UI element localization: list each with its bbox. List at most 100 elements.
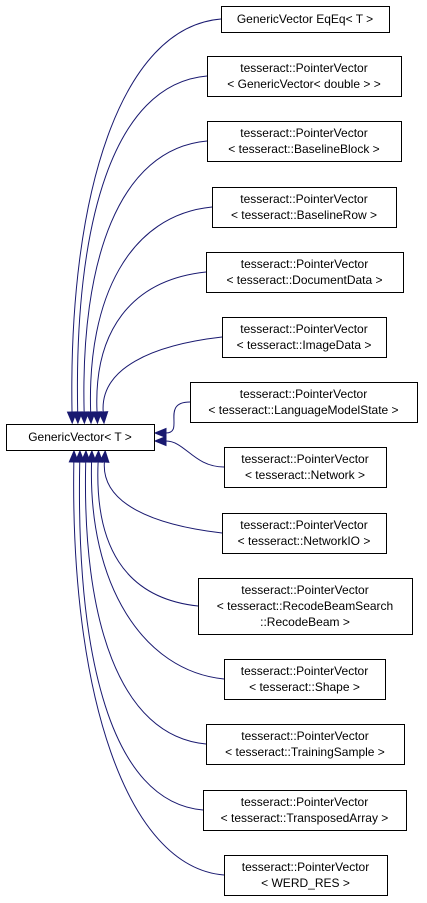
node-pv-languagemodelstate-label-line: tesseract::PointerVector bbox=[240, 387, 367, 401]
edge-eqeq bbox=[66, 18, 222, 425]
node-pv-transposedarray[interactable]: tesseract::PointerVector< tesseract::Tra… bbox=[203, 790, 407, 831]
nodes: GenericVector< T > GenericVector EqEq< T … bbox=[6, 6, 418, 896]
node-pv-imagedata-label-line: tesseract::PointerVector bbox=[240, 322, 367, 336]
node-pv-transposedarray-box bbox=[203, 790, 407, 831]
edge-pv-genvec-double bbox=[72, 75, 208, 425]
node-pv-recodebeam-label-line: ::RecodeBeam > bbox=[260, 615, 350, 629]
node-pv-baselineblock-box bbox=[207, 121, 402, 162]
edge-arrowhead bbox=[92, 449, 104, 463]
edge-arrowhead bbox=[97, 411, 109, 425]
node-pv-trainingsample-label-line: < tesseract::TrainingSample > bbox=[225, 745, 385, 759]
node-pv-shape-box bbox=[224, 659, 386, 700]
node-pv-baselinerow-label-line: tesseract::PointerVector bbox=[240, 192, 367, 206]
edge-arrowhead bbox=[85, 411, 96, 425]
edge-pv-documentdata bbox=[91, 271, 207, 425]
node-pv-baselineblock[interactable]: tesseract::PointerVector< tesseract::Bas… bbox=[207, 121, 402, 162]
edge-pv-baselineblock bbox=[78, 140, 208, 425]
node-genericvector-base-box bbox=[6, 424, 155, 451]
node-pv-documentdata[interactable]: tesseract::PointerVector< tesseract::Doc… bbox=[206, 252, 404, 293]
edge-arrowhead bbox=[99, 449, 110, 463]
node-pv-genvec-double-box bbox=[207, 56, 402, 97]
node-pv-documentdata-box bbox=[206, 252, 404, 293]
edge-line bbox=[89, 206, 213, 413]
node-pv-baselinerow-box bbox=[212, 187, 397, 228]
node-pv-genvec-double[interactable]: tesseract::PointerVector< GenericVector<… bbox=[207, 56, 402, 97]
edge-line bbox=[71, 18, 222, 413]
edge-line bbox=[91, 461, 225, 680]
edge-pv-network bbox=[153, 435, 225, 468]
node-pv-recodebeam[interactable]: tesseract::PointerVector< tesseract::Rec… bbox=[198, 578, 413, 635]
node-pv-werdres-label-line: < WERD_RES > bbox=[261, 876, 350, 890]
edge-line bbox=[76, 75, 208, 413]
node-pv-werdres[interactable]: tesseract::PointerVector< WERD_RES > bbox=[224, 855, 388, 896]
node-pv-network-label-line: < tesseract::Network > bbox=[245, 468, 365, 482]
node-pv-trainingsample-box bbox=[206, 724, 405, 765]
edge-line bbox=[165, 401, 191, 434]
node-pv-networkio-label-line: tesseract::PointerVector bbox=[240, 518, 367, 532]
node-pv-networkio-label-line: < tesseract::NetworkIO > bbox=[238, 534, 371, 548]
node-pv-networkio[interactable]: tesseract::PointerVector< tesseract::Net… bbox=[222, 513, 387, 554]
edge-pv-languagemodelstate bbox=[153, 401, 191, 439]
node-pv-recodebeam-box bbox=[198, 578, 413, 635]
node-eqeq-label-line: GenericVector EqEq< T > bbox=[237, 12, 373, 26]
node-pv-baselinerow[interactable]: tesseract::PointerVector< tesseract::Bas… bbox=[212, 187, 397, 228]
node-genericvector-base[interactable]: GenericVector< T > bbox=[6, 424, 155, 451]
edge-line bbox=[78, 461, 204, 811]
node-pv-network[interactable]: tesseract::PointerVector< tesseract::Net… bbox=[224, 447, 387, 488]
node-pv-baselineblock-label-line: < tesseract::BaselineBlock > bbox=[228, 142, 379, 156]
edge-arrowhead bbox=[78, 411, 90, 425]
edge-arrowhead bbox=[91, 411, 103, 425]
edge-line bbox=[83, 140, 208, 413]
edge-arrowhead bbox=[68, 449, 80, 463]
node-pv-imagedata-label-line: < tesseract::ImageData > bbox=[237, 338, 372, 352]
node-pv-imagedata-box bbox=[222, 317, 387, 358]
edge-line bbox=[97, 461, 199, 607]
edge-pv-imagedata bbox=[97, 336, 223, 425]
node-pv-shape-label-line: tesseract::PointerVector bbox=[241, 664, 368, 678]
node-pv-trainingsample-label-line: tesseract::PointerVector bbox=[241, 729, 368, 743]
node-pv-network-label-line: tesseract::PointerVector bbox=[241, 452, 368, 466]
node-pv-shape[interactable]: tesseract::PointerVector< tesseract::Sha… bbox=[224, 659, 386, 700]
node-pv-networkio-box bbox=[222, 513, 387, 554]
edge-line bbox=[165, 440, 225, 468]
node-pv-transposedarray-label-line: tesseract::PointerVector bbox=[241, 795, 368, 809]
edge-line bbox=[84, 461, 207, 745]
edge-line bbox=[102, 336, 223, 413]
edge-pv-trainingsample bbox=[80, 449, 207, 745]
edge-pv-transposedarray bbox=[74, 449, 204, 811]
edge-pv-recodebeam bbox=[92, 449, 199, 607]
node-pv-trainingsample[interactable]: tesseract::PointerVector< tesseract::Tra… bbox=[206, 724, 405, 765]
edge-pv-shape bbox=[86, 449, 225, 680]
node-eqeq[interactable]: GenericVector EqEq< T > bbox=[221, 6, 390, 33]
edge-pv-networkio bbox=[99, 449, 223, 534]
node-pv-baselineblock-label-line: tesseract::PointerVector bbox=[240, 126, 367, 140]
node-pv-imagedata[interactable]: tesseract::PointerVector< tesseract::Ima… bbox=[222, 317, 387, 358]
node-pv-shape-label-line: < tesseract::Shape > bbox=[249, 680, 360, 694]
edges bbox=[66, 18, 225, 876]
edge-pv-werdres bbox=[68, 449, 225, 876]
node-pv-transposedarray-label-line: < tesseract::TransposedArray > bbox=[221, 811, 389, 825]
edge-pv-baselinerow bbox=[85, 206, 213, 425]
node-pv-documentdata-label-line: tesseract::PointerVector bbox=[241, 257, 368, 271]
edge-line bbox=[73, 461, 225, 876]
node-pv-werdres-label-line: tesseract::PointerVector bbox=[242, 860, 369, 874]
edge-line bbox=[96, 271, 207, 413]
edge-arrowhead bbox=[153, 427, 167, 439]
node-pv-network-box bbox=[224, 447, 387, 488]
node-pv-genvec-double-label-line: < GenericVector< double > > bbox=[227, 77, 380, 91]
node-pv-recodebeam-label-line: tesseract::PointerVector bbox=[241, 583, 368, 597]
node-genericvector-base-label: GenericVector< T > bbox=[28, 430, 132, 444]
node-pv-languagemodelstate-box bbox=[190, 382, 418, 423]
node-pv-werdres-box bbox=[224, 855, 388, 896]
node-eqeq-box bbox=[221, 6, 390, 33]
node-pv-genvec-double-label-line: tesseract::PointerVector bbox=[240, 61, 367, 75]
node-pv-baselinerow-label-line: < tesseract::BaselineRow > bbox=[231, 208, 377, 222]
edge-line bbox=[103, 461, 223, 534]
node-pv-documentdata-label-line: < tesseract::DocumentData > bbox=[226, 273, 382, 287]
node-pv-recodebeam-label-line: < tesseract::RecodeBeamSearch bbox=[217, 599, 393, 613]
node-pv-languagemodelstate[interactable]: tesseract::PointerVector< tesseract::Lan… bbox=[190, 382, 418, 423]
node-pv-languagemodelstate-label-line: < tesseract::LanguageModelState > bbox=[208, 403, 398, 417]
edge-arrowhead bbox=[153, 435, 167, 447]
